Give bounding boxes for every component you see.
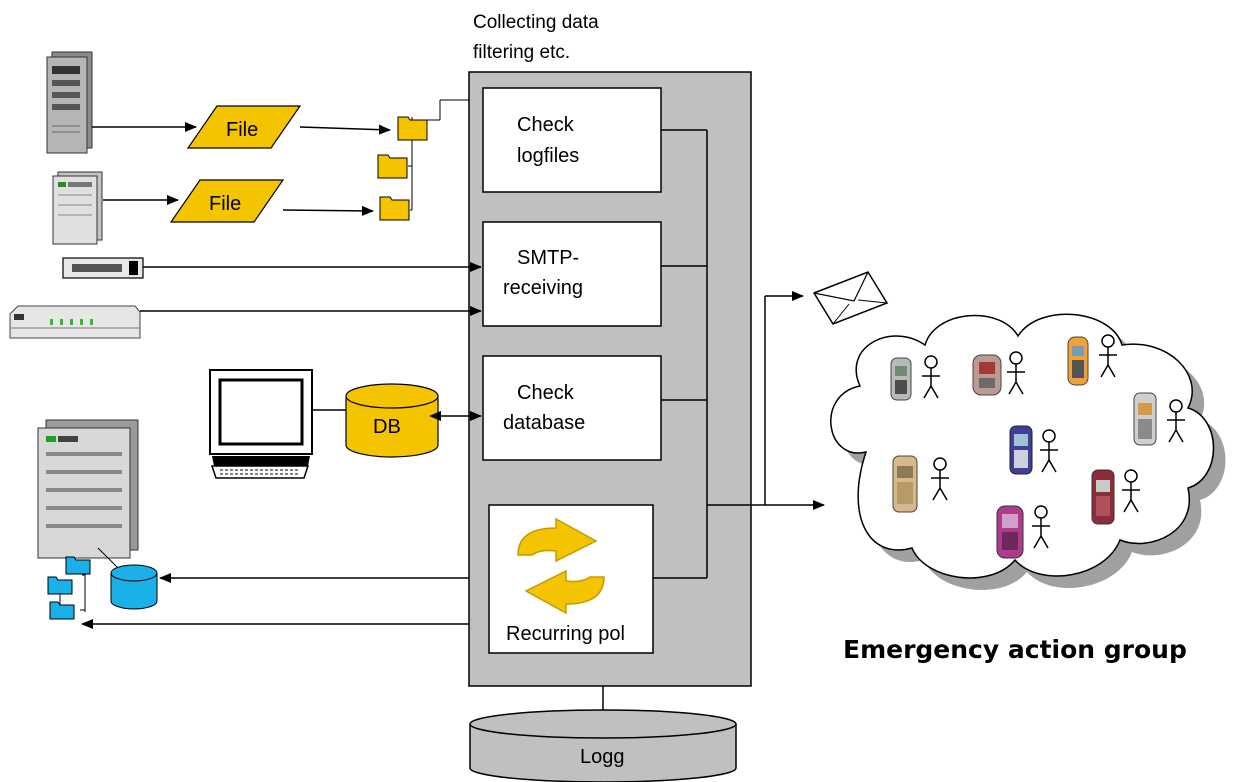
group-member-5: [1009, 425, 1058, 475]
module-check-database-line2: database: [503, 412, 585, 434]
mobile-phone-icon: [1009, 425, 1033, 475]
group-member-3: [1067, 334, 1117, 386]
file-input-2: File: [169, 179, 285, 223]
group-member-2: [972, 351, 1025, 396]
output-bus: [653, 129, 825, 579]
person-icon: [1122, 469, 1140, 513]
mobile-phone-icon: [1133, 392, 1157, 446]
file-input-1-label: File: [226, 119, 258, 141]
module-recurring-poll[interactable]: Recurring pol: [488, 504, 654, 654]
person-icon: [1007, 351, 1025, 395]
person-icon: [922, 355, 940, 399]
group-member-7: [1091, 469, 1140, 525]
folder-tree-icon: [377, 99, 469, 221]
mobile-phone-icon: [890, 357, 912, 401]
server-tower-icon: [37, 419, 139, 559]
logg-label: Logg: [580, 746, 625, 768]
input-arrows: [81, 122, 482, 629]
module-check-logfiles[interactable]: Check logfiles: [482, 87, 662, 193]
header-line-2: filtering etc.: [473, 42, 570, 63]
module-check-logfiles-line2: logfiles: [517, 145, 579, 167]
database-icon: [110, 564, 158, 610]
group-member-8: [996, 505, 1050, 559]
header-line-1: Collecting data: [473, 12, 599, 33]
network-switch-icon: [9, 305, 141, 339]
group-member-1: [890, 355, 940, 401]
mobile-phone-icon: [996, 505, 1024, 559]
group-member-6: [892, 455, 949, 513]
tower-server-icon: [46, 51, 93, 154]
module-recurring-poll-label: Recurring pol: [506, 623, 625, 645]
person-icon: [1040, 429, 1058, 473]
module-smtp-line2: receiving: [503, 277, 583, 299]
db-source: DB: [345, 383, 439, 458]
module-check-database[interactable]: Check database: [482, 355, 662, 461]
module-smtp-line1: SMTP-: [517, 247, 579, 269]
person-icon: [931, 457, 949, 501]
person-icon: [1099, 334, 1117, 378]
monitor-icon: [209, 369, 313, 479]
mobile-phone-icon: [892, 455, 918, 513]
pc-server-icon: [52, 171, 103, 245]
target-folder-tree-icon: [47, 547, 119, 620]
envelope-icon: [812, 271, 889, 325]
person-icon: [1167, 399, 1185, 443]
group-member-4: [1133, 392, 1185, 446]
module-smtp-receiving[interactable]: SMTP- receiving: [482, 221, 662, 327]
file-input-1: File: [186, 105, 302, 149]
module-check-logfiles-line1: Check: [517, 114, 575, 136]
mobile-phone-icon: [1067, 336, 1089, 386]
db-source-label: DB: [373, 416, 401, 438]
tape-drive-icon: [62, 257, 144, 279]
file-input-2-label: File: [209, 193, 241, 215]
person-icon: [1032, 505, 1050, 549]
refresh-cycle-icon: [517, 517, 605, 615]
logg-storage: Logg: [469, 686, 737, 782]
mobile-phone-icon: [972, 354, 1002, 396]
mobile-phone-icon: [1091, 469, 1115, 525]
module-check-database-line1: Check: [517, 382, 575, 404]
emergency-group-title: Emergency action group: [843, 635, 1187, 664]
